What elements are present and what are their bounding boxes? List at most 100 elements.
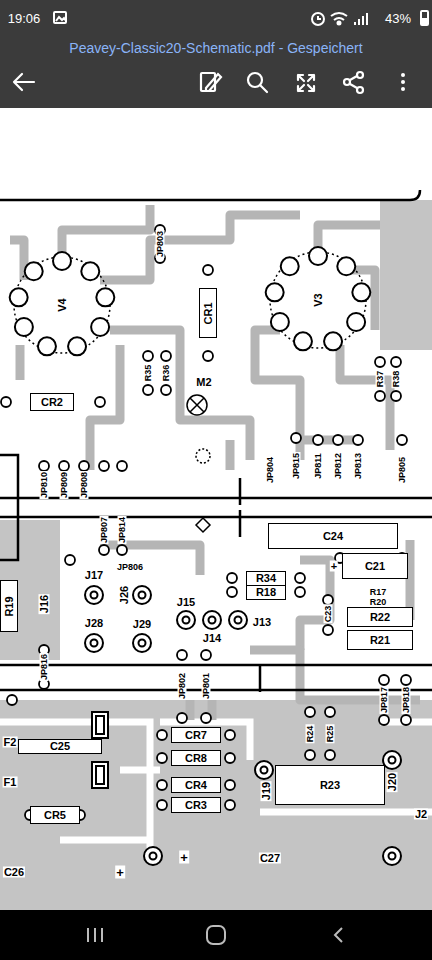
solder-pad: [379, 715, 389, 725]
component-label: CR4: [185, 780, 207, 791]
part-label: C23: [324, 605, 333, 624]
solder-pad: [157, 730, 167, 740]
component-outline: CR3: [171, 797, 221, 813]
part-label: JP807: [100, 516, 109, 544]
solder-pad: [143, 351, 153, 361]
part-label: JP811: [314, 452, 323, 480]
solder-pad: [59, 461, 69, 471]
part-label: R20: [369, 598, 388, 607]
part-label: C26: [3, 867, 25, 878]
solder-pad: [313, 435, 323, 445]
socket-pin: [271, 313, 289, 331]
part-label: +: [330, 561, 338, 572]
part-label: JP818: [402, 686, 411, 714]
part-label: C27: [259, 853, 281, 864]
solder-pad: [117, 461, 127, 471]
nav-icons: [88, 926, 342, 944]
document-title: Peavey-Classic20-Schematic.pdf - Gespeic…: [68, 41, 363, 55]
solder-pad: [325, 707, 335, 717]
component-label: CR5: [44, 810, 66, 821]
app-bar: [0, 0, 432, 108]
solder-pad: [391, 391, 401, 401]
part-label: R36: [162, 364, 171, 383]
part-label: JP803: [156, 230, 165, 258]
part-label: R37: [376, 370, 385, 389]
part-label: JP802: [178, 672, 187, 700]
solder-pad: [225, 780, 235, 790]
part-label: R38: [392, 370, 401, 389]
mount-hole: [187, 395, 210, 532]
part-label: JP801: [202, 672, 211, 700]
component-outline: R22: [347, 607, 413, 627]
component-label: R34: [256, 573, 276, 584]
part-label: JP813: [354, 452, 363, 480]
part-label: J19: [261, 781, 272, 801]
part-label: R25: [326, 725, 335, 744]
component-outline: R18: [246, 585, 286, 600]
component-outline: CR7: [171, 727, 221, 743]
socket-pin: [38, 337, 56, 355]
part-label: J15: [176, 597, 196, 608]
socket-pin: [91, 318, 109, 336]
status-icons: [54, 11, 428, 25]
part-label: JP810: [40, 471, 49, 499]
solder-pad: [305, 707, 315, 717]
solder-pad: [161, 385, 171, 395]
jumper-pad: [85, 586, 401, 865]
part-label: R24: [306, 725, 315, 744]
socket-pin: [324, 332, 342, 350]
part-label: JP806: [116, 563, 144, 572]
socket-pin: [25, 262, 43, 280]
part-label: JP817: [380, 686, 389, 714]
socket-pin: [96, 288, 114, 306]
solder-pad: [323, 595, 333, 605]
solder-pad: [353, 435, 363, 445]
part-label: J26: [119, 585, 130, 605]
part-label: J20: [387, 772, 398, 792]
component-outline: C21: [342, 553, 408, 579]
component-label: CR3: [185, 800, 207, 811]
solder-pad: [177, 713, 187, 723]
socket-pin: [53, 252, 71, 270]
solder-pad: [161, 351, 171, 361]
solder-pad: [225, 800, 235, 810]
solder-pad: [157, 753, 167, 763]
solder-pad: [401, 715, 411, 725]
component-label: C21: [365, 561, 385, 572]
solder-pad: [203, 265, 213, 275]
solder-pad: [401, 675, 411, 685]
component-label: CR8: [185, 753, 207, 764]
solder-pad: [95, 397, 105, 407]
socket-pin: [15, 318, 33, 336]
component-label: CR2: [41, 397, 63, 408]
solder-pad: [375, 391, 385, 401]
part-label: R35: [144, 364, 153, 383]
pads: [1, 225, 411, 820]
socket-pin: [294, 332, 312, 350]
solder-pad: [227, 573, 237, 583]
solder-pad: [99, 545, 109, 555]
part-label: +: [115, 866, 125, 879]
solder-pad: [201, 650, 211, 660]
part-label: +: [179, 851, 189, 864]
socket-pin: [10, 288, 28, 306]
component-outline: CR8: [171, 750, 221, 766]
component-label: CR7: [185, 730, 207, 741]
component-outline: R34: [246, 571, 286, 586]
part-label: J17: [84, 570, 104, 581]
part-label: J16: [39, 594, 50, 614]
status-text: 19:06: [7, 12, 42, 25]
part-label: J28: [84, 618, 104, 629]
part-label: JP804: [266, 456, 275, 484]
tube-sockets: [14, 252, 366, 353]
solder-pad: [203, 351, 213, 361]
component-label: R22: [370, 612, 390, 623]
component-label: R23: [320, 780, 340, 791]
solder-pad: [79, 461, 89, 471]
solder-pad: [375, 357, 385, 367]
traces: [10, 205, 420, 720]
component-label: CR1: [203, 302, 214, 324]
part-label: J13: [252, 617, 272, 628]
solder-pad: [1, 397, 11, 407]
solder-pad: [225, 730, 235, 740]
